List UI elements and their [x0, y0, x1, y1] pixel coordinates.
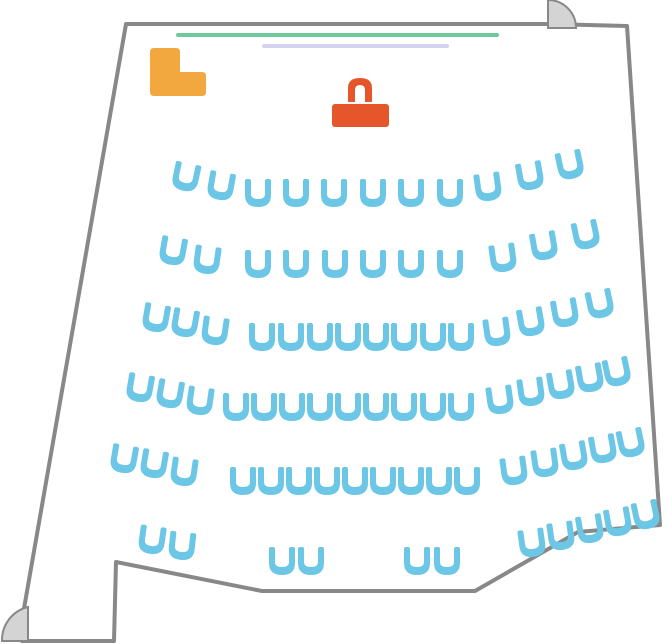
- seat-icon[interactable]: [546, 520, 576, 551]
- seat-icon[interactable]: [550, 297, 580, 329]
- seat-icon[interactable]: [603, 506, 633, 538]
- seat-icon[interactable]: [192, 244, 222, 275]
- seat-icon[interactable]: [437, 250, 463, 278]
- seat-icon[interactable]: [398, 250, 424, 278]
- seat-icon[interactable]: [251, 393, 277, 421]
- seat-icon[interactable]: [517, 527, 547, 558]
- seat-icon[interactable]: [155, 378, 185, 410]
- seat-icon[interactable]: [454, 467, 480, 495]
- seat-icon[interactable]: [137, 524, 167, 555]
- seat-icon[interactable]: [321, 179, 347, 207]
- seat-icon[interactable]: [169, 456, 199, 487]
- lectern-icon[interactable]: [332, 78, 389, 127]
- seat-icon[interactable]: [488, 242, 518, 273]
- seat-icon[interactable]: [437, 179, 463, 207]
- seat-icon[interactable]: [554, 148, 585, 182]
- seat-icon[interactable]: [530, 447, 560, 478]
- seat-icon[interactable]: [170, 307, 200, 339]
- seat-icon[interactable]: [434, 547, 460, 575]
- seat-icon[interactable]: [515, 160, 545, 192]
- seat-icon[interactable]: [404, 547, 430, 575]
- seat-icon[interactable]: [448, 323, 474, 351]
- seat-icon[interactable]: [363, 323, 389, 351]
- seat-icon[interactable]: [249, 323, 275, 351]
- seat-icon[interactable]: [185, 385, 215, 416]
- seat-icon[interactable]: [570, 218, 601, 252]
- seat-icon[interactable]: [559, 440, 589, 472]
- seat-icon[interactable]: [615, 426, 646, 460]
- seat-icon[interactable]: [529, 230, 559, 262]
- seat-icon[interactable]: [448, 393, 474, 421]
- seat-icon[interactable]: [588, 433, 618, 465]
- seat-icon[interactable]: [391, 393, 417, 421]
- seat-icon[interactable]: [360, 179, 386, 207]
- seat-icon[interactable]: [363, 393, 389, 421]
- seat-icon[interactable]: [391, 323, 417, 351]
- seat-icon[interactable]: [314, 467, 340, 495]
- seat-icon[interactable]: [269, 547, 295, 575]
- seat-icon[interactable]: [245, 179, 271, 207]
- seat-icon[interactable]: [335, 323, 361, 351]
- door-bottom-left-icon[interactable]: [0, 605, 29, 642]
- seat-icon[interactable]: [109, 443, 139, 475]
- seat-icon[interactable]: [283, 179, 309, 207]
- seat-icon[interactable]: [170, 160, 202, 194]
- seat-icon[interactable]: [298, 547, 324, 575]
- seat-icon[interactable]: [342, 467, 368, 495]
- seat-icon[interactable]: [575, 513, 605, 545]
- seat-icon[interactable]: [307, 393, 333, 421]
- seat-icon[interactable]: [360, 250, 386, 278]
- seat-icon[interactable]: [335, 393, 361, 421]
- seat-icon[interactable]: [601, 355, 632, 389]
- seat-icon[interactable]: [223, 393, 249, 421]
- seat-icon[interactable]: [584, 287, 615, 321]
- seating-right-section: [473, 148, 661, 558]
- seat-icon[interactable]: [630, 498, 661, 532]
- seat-icon[interactable]: [420, 393, 446, 421]
- seat-icon[interactable]: [482, 316, 512, 347]
- seat-icon[interactable]: [398, 467, 424, 495]
- seat-icon[interactable]: [283, 250, 309, 278]
- seat-icon[interactable]: [516, 376, 546, 407]
- seating-center-section: [223, 179, 480, 575]
- seat-icon[interactable]: [230, 467, 256, 495]
- seat-icon[interactable]: [139, 448, 169, 480]
- seat-icon[interactable]: [370, 467, 396, 495]
- seat-icon[interactable]: [125, 372, 155, 404]
- seat-icon[interactable]: [168, 530, 197, 562]
- seat-icon[interactable]: [322, 250, 348, 278]
- seat-icon[interactable]: [279, 393, 305, 421]
- seat-icon[interactable]: [485, 384, 515, 415]
- seat-icon[interactable]: [278, 323, 304, 351]
- seat-icon[interactable]: [206, 170, 236, 202]
- seating-left-section: [109, 160, 236, 562]
- door-top-right-icon[interactable]: [547, 0, 578, 29]
- seat-icon[interactable]: [307, 323, 333, 351]
- seat-icon[interactable]: [426, 467, 452, 495]
- seat-icon[interactable]: [286, 467, 312, 495]
- seat-icon[interactable]: [141, 302, 171, 334]
- seat-icon[interactable]: [516, 306, 546, 338]
- seat-icon[interactable]: [200, 315, 230, 346]
- l-shaped-desk-icon[interactable]: [150, 48, 206, 96]
- seat-icon[interactable]: [473, 171, 503, 202]
- seat-icon[interactable]: [258, 467, 284, 495]
- seat-icon[interactable]: [420, 323, 446, 351]
- seat-icon[interactable]: [245, 250, 271, 278]
- seat-icon[interactable]: [546, 369, 576, 401]
- seat-icon[interactable]: [575, 362, 605, 394]
- seat-icon[interactable]: [499, 455, 529, 486]
- seat-icon[interactable]: [398, 179, 424, 207]
- seat-icon[interactable]: [158, 235, 188, 267]
